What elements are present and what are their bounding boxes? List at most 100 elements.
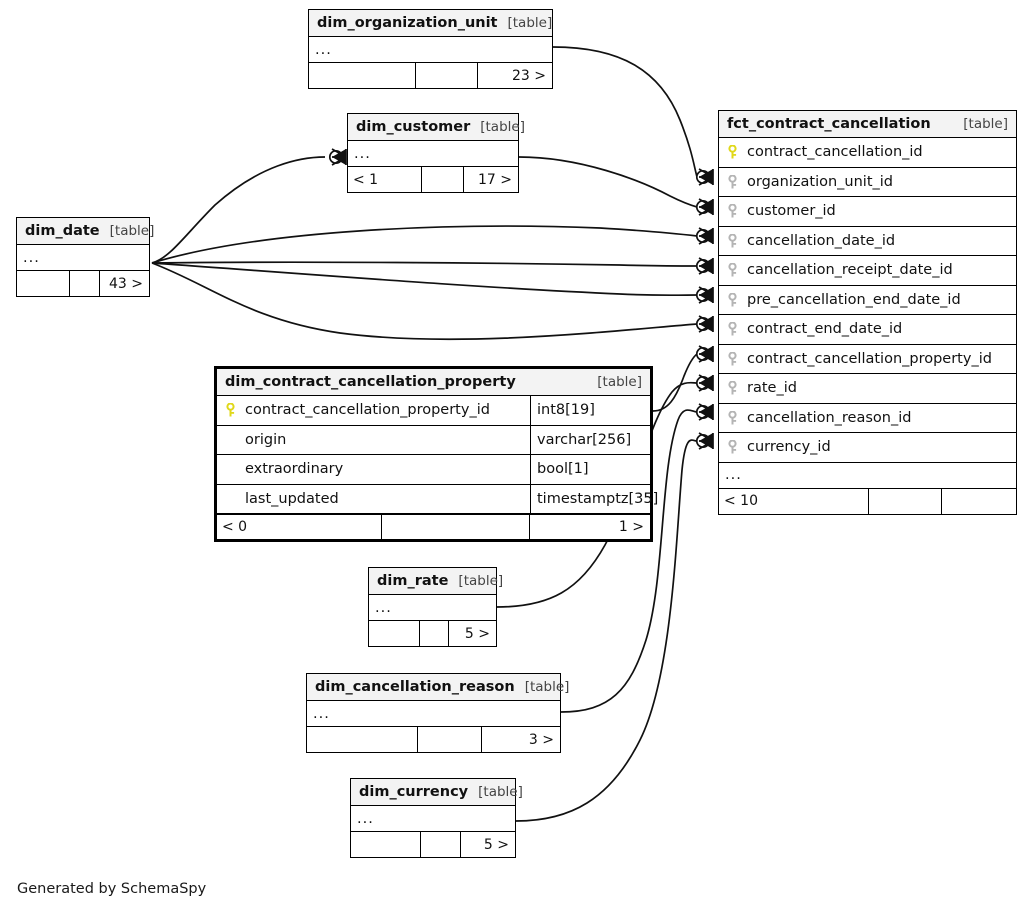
footer-parent-count [307,727,418,752]
collapsed-columns-indicator: ... [719,462,1016,489]
column-row[interactable]: last_updated timestamptz[35] [217,484,658,514]
foreign-key-icon [719,440,745,454]
table-header: dim_customer [table] [348,114,525,141]
column-row[interactable]: contract_cancellation_property_id [719,344,1016,374]
crowfoot-connector [695,345,714,363]
table-footer: 43 > [17,271,149,296]
footer-child-count [942,489,1016,514]
column-type: varchar[256] [530,425,650,454]
table-name: dim_customer [356,119,471,135]
column-row[interactable]: currency_id [719,433,1016,463]
column-type: timestamptz[35] [530,484,658,513]
foreign-key-icon [719,292,745,307]
table-dim-cancellation-reason[interactable]: dim_cancellation_reason [table] ... 3 > [306,673,569,753]
table-name: dim_organization_unit [317,15,498,31]
column-row[interactable]: cancellation_receipt_date_id [719,256,1016,286]
crowfoot-connector [695,315,714,333]
table-footer: 3 > [307,727,560,752]
footer-middle [418,727,482,752]
table-header: dim_currency [table] [351,779,523,806]
table-dim-organization-unit[interactable]: dim_organization_unit [table] ... 23 > [308,9,553,89]
footer-middle [70,271,100,296]
column-row[interactable]: organization_unit_id [719,167,1016,197]
column-row[interactable]: origin varchar[256] [217,425,650,455]
table-header: dim_organization_unit [table] [309,10,552,37]
foreign-key-icon [719,174,745,189]
column-type: int8[19] [530,396,650,425]
column-row[interactable]: contract_cancellation_property_id int8[1… [217,396,650,426]
crowfoot-connector [695,257,714,275]
table-header: dim_cancellation_reason [table] [307,674,569,701]
foreign-key-icon [719,410,745,425]
column-name: organization_unit_id [747,173,893,190]
footer-parent-count: < 1 [348,167,422,192]
crowfoot-connector [695,286,714,304]
footer-middle [420,621,449,646]
table-dim-contract-cancellation-property[interactable]: dim_contract_cancellation_property [tabl… [214,366,658,542]
footer-child-count: 1 > [618,519,644,535]
table-name: dim_contract_cancellation_property [225,374,516,390]
foreign-key-icon [719,322,745,336]
column-name: customer_id [747,203,836,220]
collapsed-columns-indicator: ... [351,806,515,832]
table-footer: 5 > [351,832,515,857]
table-type-tag: [table] [524,679,570,695]
column-row[interactable]: customer_id [719,197,1016,227]
footer-parent-count [309,63,416,88]
crowfoot-connector [695,432,714,450]
footer-middle [382,515,530,539]
column-name: currency_id [747,439,831,456]
footer-parent-count: < 10 [719,488,869,514]
table-type-tag: [table] [963,116,1008,132]
table-type-tag: [table] [507,15,553,31]
foreign-key-icon [719,381,745,395]
crowfoot-connector [695,227,714,245]
table-dim-rate[interactable]: dim_rate [table] ... 5 > [368,567,503,647]
crowfoot-connector [695,198,714,216]
table-type-tag: [table] [458,573,504,589]
primary-key-icon [217,403,243,417]
column-name: contract_end_date_id [747,321,903,338]
footer-parent-count: < 0 [217,515,382,539]
column-type: bool[1] [530,455,650,484]
foreign-key-icon [719,263,745,277]
table-name: dim_currency [359,784,469,800]
footer-child-count: 5 > [483,836,509,853]
crowfoot-connector [695,168,714,186]
footer-middle [421,832,461,857]
table-header: dim_contract_cancellation_property [tabl… [217,369,650,396]
footer-parent-count [369,621,420,646]
table-dim-customer[interactable]: dim_customer [table] ... < 1 17 > [347,113,525,193]
table-footer: < 10 [719,488,1016,514]
foreign-key-icon [719,204,745,218]
crowfoot-connector [695,403,714,421]
foreign-key-icon [719,233,745,248]
column-row[interactable]: pre_cancellation_end_date_id [719,285,1016,315]
table-dim-currency[interactable]: dim_currency [table] ... 5 > [350,778,523,858]
collapsed-columns-indicator: ... [307,701,560,727]
table-header: dim_rate [table] [369,568,503,595]
foreign-key-icon [719,351,745,366]
column-name: rate_id [747,380,797,397]
table-footer: < 1 17 > [348,167,518,192]
column-row[interactable]: cancellation_reason_id [719,403,1016,433]
collapsed-columns-indicator: ... [348,141,518,167]
column-name: contract_cancellation_property_id [245,402,490,419]
column-name: cancellation_reason_id [747,409,912,426]
column-name: cancellation_date_id [747,232,896,249]
table-dim-date[interactable]: dim_date [table] ... 43 > [16,217,154,297]
table-fct-contract-cancellation[interactable]: fct_contract_cancellation [table] contra… [718,110,1017,515]
footer-child-count: 23 > [512,67,546,84]
column-row[interactable]: rate_id [719,374,1016,404]
column-name: extraordinary [245,461,344,478]
column-row[interactable]: contract_end_date_id [719,315,1016,345]
table-type-tag: [table] [478,784,523,800]
column-row[interactable]: contract_cancellation_id [719,138,1016,168]
footer-middle [416,63,478,88]
footer-parent-count [17,271,70,296]
column-name: origin [245,431,287,448]
column-row[interactable]: extraordinary bool[1] [217,455,650,485]
footer-child-count: 3 > [528,731,554,748]
column-row[interactable]: cancellation_date_id [719,226,1016,256]
collapsed-columns-indicator: ... [369,595,496,621]
